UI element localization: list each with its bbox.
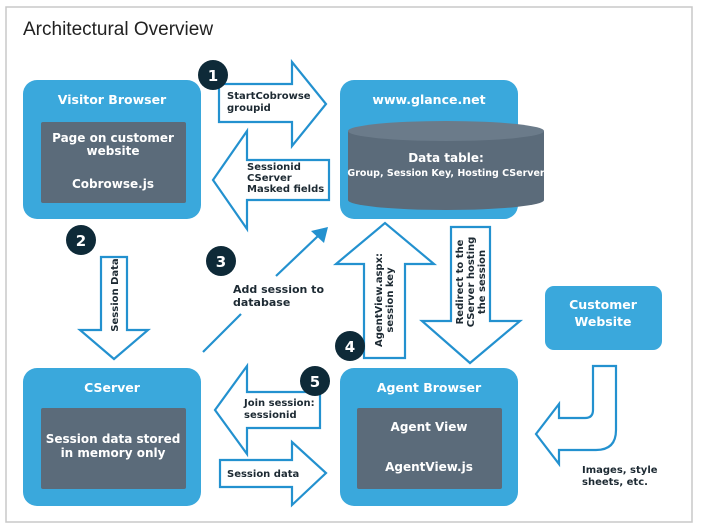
badge-number: 1 [208,67,218,85]
start-label-2: groupid [227,103,271,114]
agent-inner-line2: AgentView.js [385,460,473,474]
images-label-2: sheets, etc. [582,477,648,488]
sessionid-label-1: Sessionid [247,162,301,173]
agentview-up-arrow: AgentView.aspx: session key [332,221,438,360]
session-data-down-label: Session Data [110,258,121,331]
visitor-inner-line1: Page on customer [52,131,174,145]
agent-browser-box: Agent Browser Agent View AgentView.js [340,368,518,506]
assets-curved-arrow: Images, style sheets, etc. [534,364,658,488]
agentview-label-2: session key [385,267,396,333]
badge-number: 2 [76,232,86,250]
data-table-fields: Group, Session Key, Hosting CServer [347,168,545,179]
start-cobrowse-arrow: StartCobrowse groupid [217,58,328,150]
database-cylinder-icon [348,121,544,210]
visitor-inner-line2: website [87,144,140,158]
session-data-down-arrow: Session Data [77,255,151,361]
visitor-browser-title: Visitor Browser [58,92,167,107]
visitor-inner-line3: Cobrowse.js [72,177,154,191]
data-table-title: Data table: [408,151,484,165]
agent-browser-title: Agent Browser [377,380,482,395]
redirect-label-1: Redirect to the [455,239,466,324]
sessionid-arrow: Sessionid CServer Masked fields [211,127,331,233]
glance-server-box: www.glance.net Data table: Group, Sessio… [340,80,545,219]
start-label-1: StartCobrowse [227,91,311,102]
step-badge-3: 3 [206,246,236,276]
redirect-label-2: CServer hosting [466,237,477,328]
agent-inner-line1: Agent View [391,420,468,434]
step-badge-1: 1 [198,60,228,90]
agentview-label-1: AgentView.aspx: [374,253,385,347]
redirect-label-3: the session [477,250,488,314]
customer-line2: Website [575,314,632,329]
badge-number: 3 [216,253,226,271]
arrowhead-icon [311,227,328,243]
step-badge-2: 2 [66,225,96,255]
cserver-title: CServer [84,380,141,395]
session-data-label: Session data [227,469,299,480]
badge-number: 5 [310,373,320,391]
cserver-inner-line2: in memory only [61,446,166,460]
page-title: Architectural Overview [23,19,213,40]
join-label-2: sessionid [244,410,297,421]
glance-title: www.glance.net [372,92,485,107]
sessionid-label-3: Masked fields [247,184,324,195]
step-badge-4: 4 [335,331,365,361]
add-session-arrow: Add session to database [202,227,328,353]
customer-line1: Customer [569,297,638,312]
join-session-arrow: Join session: sessionid [213,362,322,458]
visitor-browser-box: Visitor Browser Page on customer website… [23,80,201,219]
add-session-label-1: Add session to [233,283,324,296]
step-badge-5: 5 [300,366,330,396]
cserver-inner-line1: Session data stored [46,432,181,446]
redirect-down-arrow: Redirect to the CServer hosting the sess… [419,225,524,365]
join-label-1: Join session: [243,398,315,409]
images-label-1: Images, style [582,465,658,476]
session-data-arrow: Session data [218,439,328,508]
cserver-box: CServer Session data stored in memory on… [23,368,201,506]
badge-number: 4 [345,338,355,356]
customer-website-box: Customer Website [545,286,662,350]
sessionid-label-2: CServer [247,173,292,184]
add-session-label-2: database [233,296,290,309]
